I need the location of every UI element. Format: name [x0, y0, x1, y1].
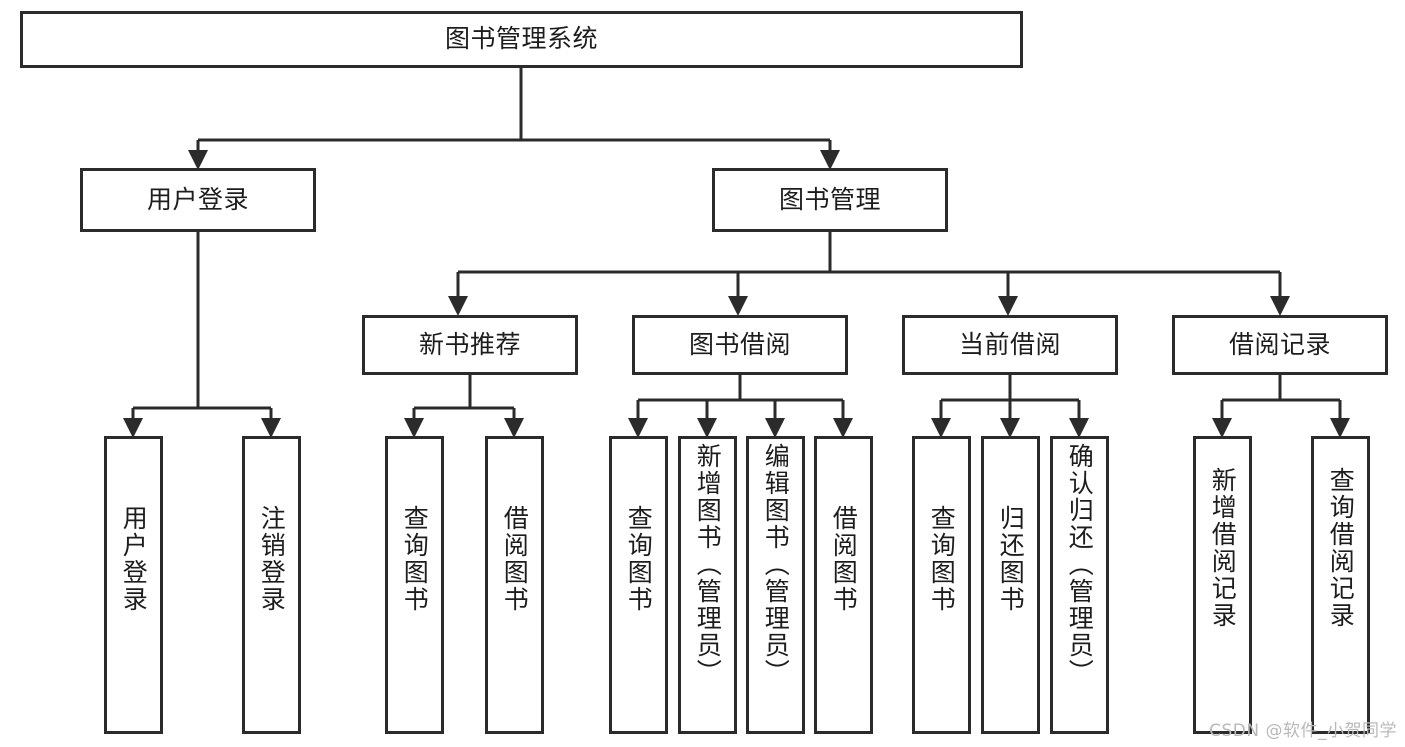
node-label: 编辑图书（管理员） [761, 443, 791, 686]
node-root-system[interactable]: 图书管理系统 [20, 11, 1023, 68]
node-label: 新书推荐 [418, 329, 521, 359]
node-book-borrow[interactable]: 图书借阅 [632, 315, 848, 375]
leaf-current-return-book[interactable]: 归还图书 [981, 436, 1040, 734]
leaf-record-query-borrow-record[interactable]: 查询借阅记录 [1311, 436, 1370, 734]
node-label: 当前借阅 [958, 329, 1061, 359]
node-label: 图书管理系统 [444, 24, 598, 54]
node-book-management[interactable]: 图书管理 [712, 168, 948, 232]
leaf-borrow-add-book-admin[interactable]: 新增图书（管理员） [678, 436, 737, 734]
leaf-borrow-query-book[interactable]: 查询图书 [609, 436, 668, 734]
node-label: 查询图书 [624, 505, 654, 613]
node-label: 查询借阅记录 [1326, 467, 1356, 629]
leaf-current-confirm-return-admin[interactable]: 确认归还（管理员） [1050, 436, 1109, 734]
node-borrow-record[interactable]: 借阅记录 [1172, 315, 1388, 375]
node-label: 查询图书 [927, 505, 957, 613]
watermark: CSDN @软件_小贺同学 [1209, 721, 1397, 741]
node-label: 确认归还（管理员） [1065, 443, 1095, 686]
node-new-book-recommend[interactable]: 新书推荐 [362, 315, 578, 375]
node-label: 借阅图书 [500, 505, 530, 613]
leaf-user-login[interactable]: 用户登录 [104, 436, 163, 734]
leaf-user-logout[interactable]: 注销登录 [242, 436, 301, 734]
node-label: 归还图书 [996, 505, 1026, 613]
leaf-newbook-query-book[interactable]: 查询图书 [385, 436, 444, 734]
leaf-borrow-borrow-book[interactable]: 借阅图书 [814, 436, 873, 734]
node-current-borrow[interactable]: 当前借阅 [902, 315, 1118, 375]
node-label: 图书管理 [778, 184, 881, 214]
node-label: 用户登录 [119, 505, 149, 613]
node-label: 注销登录 [257, 505, 287, 613]
leaf-current-query-book[interactable]: 查询图书 [912, 436, 971, 734]
node-label: 用户登录 [146, 184, 249, 214]
node-label: 借阅记录 [1228, 329, 1331, 359]
leaf-borrow-edit-book-admin[interactable]: 编辑图书（管理员） [746, 436, 805, 734]
leaf-record-add-borrow-record[interactable]: 新增借阅记录 [1193, 436, 1252, 734]
leaf-newbook-borrow-book[interactable]: 借阅图书 [485, 436, 544, 734]
node-label: 借阅图书 [829, 505, 859, 613]
node-label: 新增借阅记录 [1208, 467, 1238, 629]
node-label: 查询图书 [400, 505, 430, 613]
node-label: 图书借阅 [688, 329, 791, 359]
node-user-login[interactable]: 用户登录 [80, 168, 316, 232]
node-label: 新增图书（管理员） [693, 443, 723, 686]
